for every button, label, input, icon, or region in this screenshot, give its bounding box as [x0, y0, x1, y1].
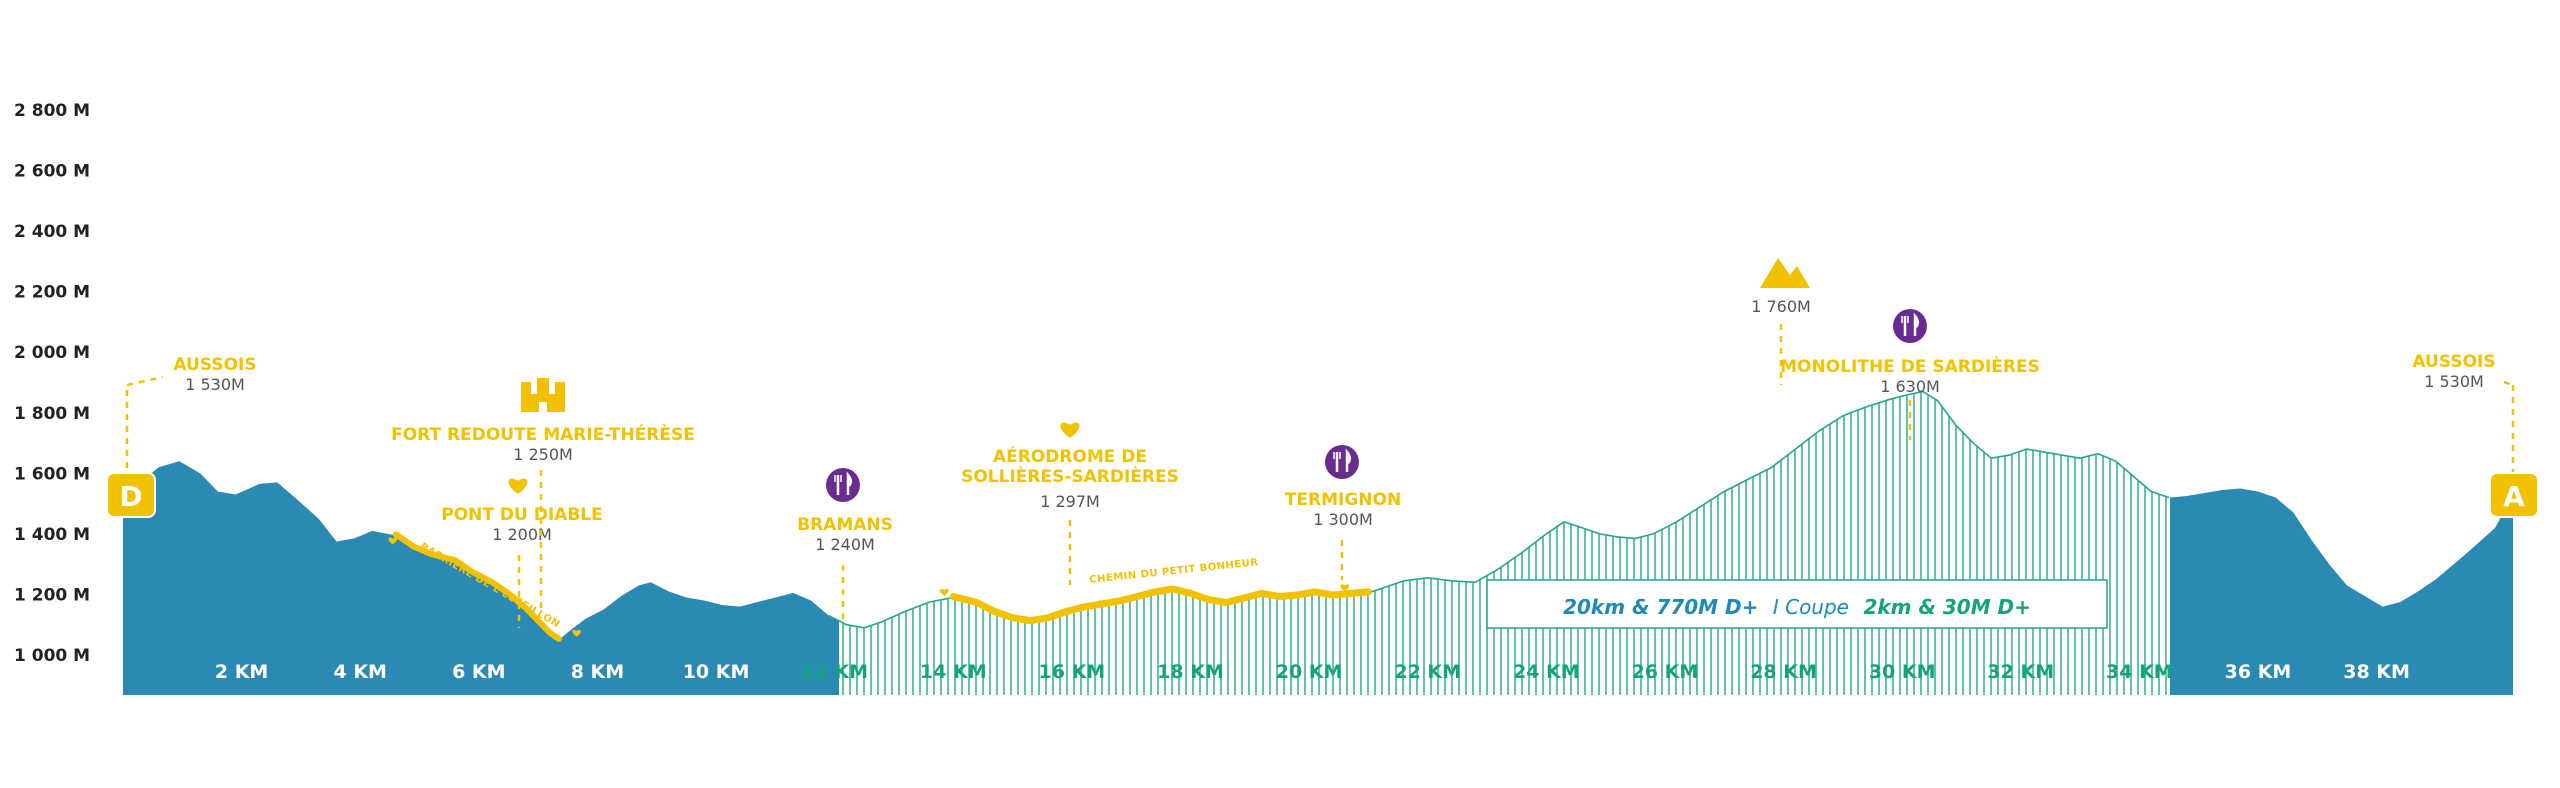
- heart-icon: [508, 478, 528, 494]
- x-tick-label: 26 KM: [1632, 661, 1699, 683]
- x-tick-label: 20 KM: [1276, 661, 1343, 683]
- profile-area-blue-end: [2170, 488, 2513, 695]
- y-axis: 1 000 M 1 200 M 1 400 M 1 600 M 1 800 M 2 000…: [14, 101, 90, 666]
- x-tick-label: 32 KM: [1987, 661, 2054, 683]
- x-tick-label: 10 KM: [683, 661, 750, 683]
- waypoint-monolithe-name: MONOLITHE DE SARDIÈRES: [1780, 355, 2040, 377]
- x-tick-label: 28 KM: [1750, 661, 1817, 683]
- y-tick-label: 2 000 M: [14, 343, 90, 363]
- y-tick-label: 2 200 M: [14, 283, 90, 303]
- waypoint-aussois-end-name: AUSSOIS: [2412, 352, 2495, 372]
- x-axis: 2 KM 4 KM 6 KM 8 KM 10 KM 12 KM 14 KM 16 KM 18 K…: [215, 661, 2410, 683]
- start-marker: [106, 472, 156, 518]
- x-tick-label: 14 KM: [920, 661, 987, 683]
- x-tick-label: 24 KM: [1513, 661, 1580, 683]
- info-box-distance: 20km & 770M D+: [1563, 595, 1758, 619]
- svg-text:20km & 770M D+ I Coupe: 20km & 770M D+ I Coupe 2km & 30M D+: [1563, 595, 2031, 619]
- waypoint-aussois-start-name: AUSSOIS: [173, 355, 256, 375]
- x-tick-label: 16 KM: [1039, 661, 1106, 683]
- y-tick-label: 1 000 M: [14, 646, 90, 666]
- trail-petit-bonheur: [949, 585, 1372, 625]
- waypoint-termignon-name: TERMIGNON: [1285, 490, 1401, 510]
- knife-icon: [846, 471, 852, 495]
- heart-icon: [1340, 584, 1350, 592]
- waypoint-aerodrome-altitude: 1 297M: [1040, 492, 1100, 511]
- restaurant-icon: [1893, 309, 1927, 343]
- x-tick-label: 6 KM: [452, 661, 505, 683]
- end-marker-label: A: [2503, 480, 2525, 513]
- trail-label-petit-bonheur: CHEMIN DU PETIT BONHEUR: [1089, 557, 1259, 586]
- heart-icon: [1060, 422, 1080, 438]
- heart-icon: [572, 629, 582, 637]
- x-tick-label: 38 KM: [2343, 661, 2410, 683]
- waypoint-pont-du-diable-name: PONT DU DIABLE: [441, 505, 602, 525]
- x-tick-label: 12 KM: [801, 661, 868, 683]
- x-tick-label: 34 KM: [2106, 661, 2173, 683]
- y-tick-label: 2 400 M: [14, 222, 90, 242]
- trail-esseillon: [392, 531, 562, 642]
- waypoint-termignon-altitude: 1 300M: [1313, 510, 1373, 529]
- heart-icon: [940, 588, 949, 596]
- x-tick-label: 2 KM: [215, 661, 268, 683]
- waypoint-leader: [2503, 380, 2514, 387]
- waypoint-fort-redoute-name: FORT REDOUTE MARIE-THÉRÈSE: [391, 423, 695, 445]
- castle-icon: [521, 378, 565, 412]
- info-box: 20km & 770M D+ I Coupe 2km & 30M D+: [1486, 579, 2108, 629]
- waypoint-summit-altitude: 1 760M: [1751, 297, 1811, 316]
- waypoint-aerodrome-name-line1: AÉRODROME DE: [993, 445, 1147, 467]
- waypoint-aerodrome-name-line2: SOLLIÈRES-SARDIÈRES: [961, 465, 1179, 487]
- x-tick-label: 30 KM: [1869, 661, 1936, 683]
- x-tick-label: 36 KM: [2225, 661, 2292, 683]
- end-marker: [2489, 472, 2539, 518]
- y-tick-label: 1 200 M: [14, 585, 90, 605]
- waypoint-bramans-altitude: 1 240M: [815, 535, 875, 554]
- restaurant-icon: [826, 468, 860, 502]
- y-tick-label: 2 800 M: [14, 101, 90, 121]
- info-box-coupe: I Coupe: [1773, 595, 1849, 619]
- x-tick-label: 18 KM: [1157, 661, 1224, 683]
- knife-icon: [1913, 312, 1919, 336]
- waypoint-aussois-end-altitude: 1 530M: [2424, 372, 2484, 391]
- waypoint-aussois-start-altitude: 1 530M: [185, 375, 245, 394]
- heart-icon: [388, 537, 398, 545]
- y-tick-label: 1 400 M: [14, 525, 90, 545]
- mountain-icon: [1760, 258, 1810, 288]
- x-tick-label: 4 KM: [333, 661, 386, 683]
- knife-icon: [1345, 448, 1351, 472]
- start-marker-label: D: [119, 480, 142, 513]
- info-box-coupe-distance: 2km & 30M D+: [1863, 595, 2030, 619]
- waypoint-bramans-name: BRAMANS: [797, 515, 893, 535]
- waypoint-fort-redoute-altitude: 1 250M: [513, 445, 573, 464]
- waypoint-leader: [126, 375, 164, 387]
- x-tick-label: 8 KM: [571, 661, 624, 683]
- waypoint-pont-du-diable-altitude: 1 200M: [492, 525, 552, 544]
- waypoint-monolithe-altitude: 1 630M: [1880, 377, 1940, 396]
- y-tick-label: 1 800 M: [14, 404, 90, 424]
- y-tick-label: 2 600 M: [14, 162, 90, 182]
- y-tick-label: 1 600 M: [14, 464, 90, 484]
- restaurant-icon: [1325, 445, 1359, 479]
- x-tick-label: 22 KM: [1394, 661, 1461, 683]
